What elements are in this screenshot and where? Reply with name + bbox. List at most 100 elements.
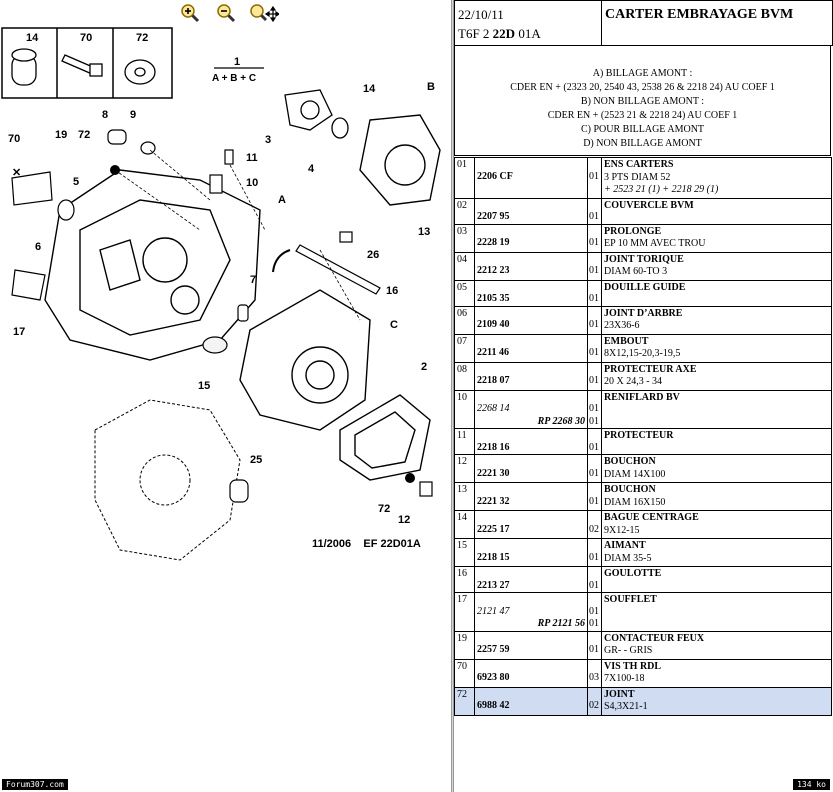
- housing-c-illustration: [239, 289, 371, 431]
- part-name: CONTACTEUR FEUX: [604, 632, 705, 644]
- part-description: DIAM 16X150: [604, 496, 666, 508]
- part-quantity: 02: [589, 700, 599, 711]
- part-name: AIMANT: [604, 540, 646, 551]
- part-reference[interactable]: 2228 19: [477, 237, 510, 248]
- part-description: GR- - GRIS: [604, 645, 653, 656]
- part-quantity: [588, 335, 601, 348]
- part-quantity: 01: [589, 237, 599, 248]
- part-name: JOINT: [604, 688, 635, 700]
- ordering-note: CDER EN + (2523 21 & 2218 24) AU COEF 1: [547, 110, 738, 121]
- part-reference[interactable]: 2268 14: [477, 403, 510, 414]
- part-position: 12: [454, 454, 475, 483]
- part-quantity: 01: [589, 265, 599, 276]
- part-name: PROTECTEUR: [604, 430, 674, 441]
- callout-26: 26: [367, 249, 379, 261]
- sheet-reference: T6F 2 22D 01A: [458, 26, 541, 41]
- zoom-in-icon[interactable]: [180, 3, 200, 23]
- callout-13: 13: [418, 226, 430, 238]
- callout-c: C: [390, 319, 398, 331]
- part-quantity: 01: [589, 644, 599, 655]
- part-description: 7X100-18: [604, 673, 645, 684]
- part-reference[interactable]: 2109 40: [477, 319, 510, 330]
- part-description: 23X36-6: [604, 320, 640, 331]
- part-quantity: [588, 593, 601, 606]
- part-position: 03: [454, 223, 475, 253]
- part-name: RENIFLARD BV: [604, 391, 680, 403]
- part-reference[interactable]: 6923 80: [477, 672, 510, 683]
- part-position: 06: [454, 305, 475, 335]
- part-reference[interactable]: 2221 30: [477, 467, 510, 479]
- callout-25: 25: [250, 454, 262, 466]
- part-reference[interactable]: 2121 47: [477, 605, 510, 617]
- zoom-out-icon[interactable]: [216, 3, 236, 23]
- assembly-label: 1 A + B + C: [212, 56, 264, 84]
- callout-14-top: 14: [363, 83, 376, 95]
- part-reference[interactable]: 2105 35: [477, 293, 510, 304]
- part-quantity: [588, 632, 601, 645]
- callout-3: 3: [265, 134, 271, 146]
- housing-a-illustration: [44, 169, 261, 361]
- callout-b: B: [427, 81, 435, 93]
- part-quantity: [588, 660, 601, 673]
- part-reference[interactable]: 6988 42: [477, 700, 510, 711]
- callout-72-bottom: 72: [378, 503, 390, 515]
- callout-2: 2: [421, 361, 427, 373]
- part-quantity: 01: [589, 495, 599, 507]
- part-name: DOUILLE GUIDE: [604, 281, 686, 293]
- panel-divider[interactable]: [451, 0, 454, 792]
- part-quantity: 01: [589, 618, 599, 629]
- part-reference[interactable]: 2211 46: [477, 347, 509, 358]
- part-reference[interactable]: 2257 59: [477, 644, 510, 655]
- part-quantity: 01: [589, 170, 599, 182]
- part-reference[interactable]: 2218 07: [477, 375, 510, 386]
- diagram-panel: 14 70 72 8 9 19 72 70 5 6 17 A 3 4 14 B …: [1, 3, 441, 790]
- part-reference[interactable]: RP 2268 30: [537, 415, 585, 427]
- callout-70-inset: 70: [80, 32, 92, 44]
- callout-72: 72: [78, 129, 90, 141]
- part-quantity: [588, 455, 601, 468]
- callout-6: 6: [35, 241, 41, 253]
- part-quantity: [588, 307, 601, 320]
- part-quantity: 01: [589, 605, 599, 617]
- part-reference[interactable]: RP 2121 56: [537, 618, 585, 629]
- part-name: JOINT TORIQUE: [604, 253, 684, 265]
- part-quantity: 01: [589, 441, 599, 453]
- part-reference[interactable]: 2207 95: [477, 211, 510, 222]
- part-reference[interactable]: 2218 15: [477, 551, 510, 563]
- part-reference[interactable]: 2218 16: [477, 441, 510, 453]
- ordering-note: A) BILLAGE AMONT :: [592, 68, 693, 79]
- callout-4: 4: [308, 163, 315, 175]
- part-reference[interactable]: 2221 32: [477, 495, 510, 507]
- part-reference[interactable]: 2206 CF: [477, 170, 513, 182]
- callout-9: 9: [130, 109, 136, 121]
- part-quantity: [588, 511, 601, 524]
- part-reference[interactable]: 2212 23: [477, 265, 510, 276]
- part-reference[interactable]: 2213 27: [477, 579, 510, 591]
- part-description: S4,3X21-1: [604, 701, 648, 712]
- part-quantity: [588, 253, 601, 266]
- pan-icon[interactable]: [249, 3, 281, 23]
- part-reference[interactable]: 2225 17: [477, 523, 510, 535]
- part-quantity: 01: [589, 211, 599, 222]
- part-position: 70: [454, 658, 475, 688]
- part-quantity: 02: [589, 523, 599, 535]
